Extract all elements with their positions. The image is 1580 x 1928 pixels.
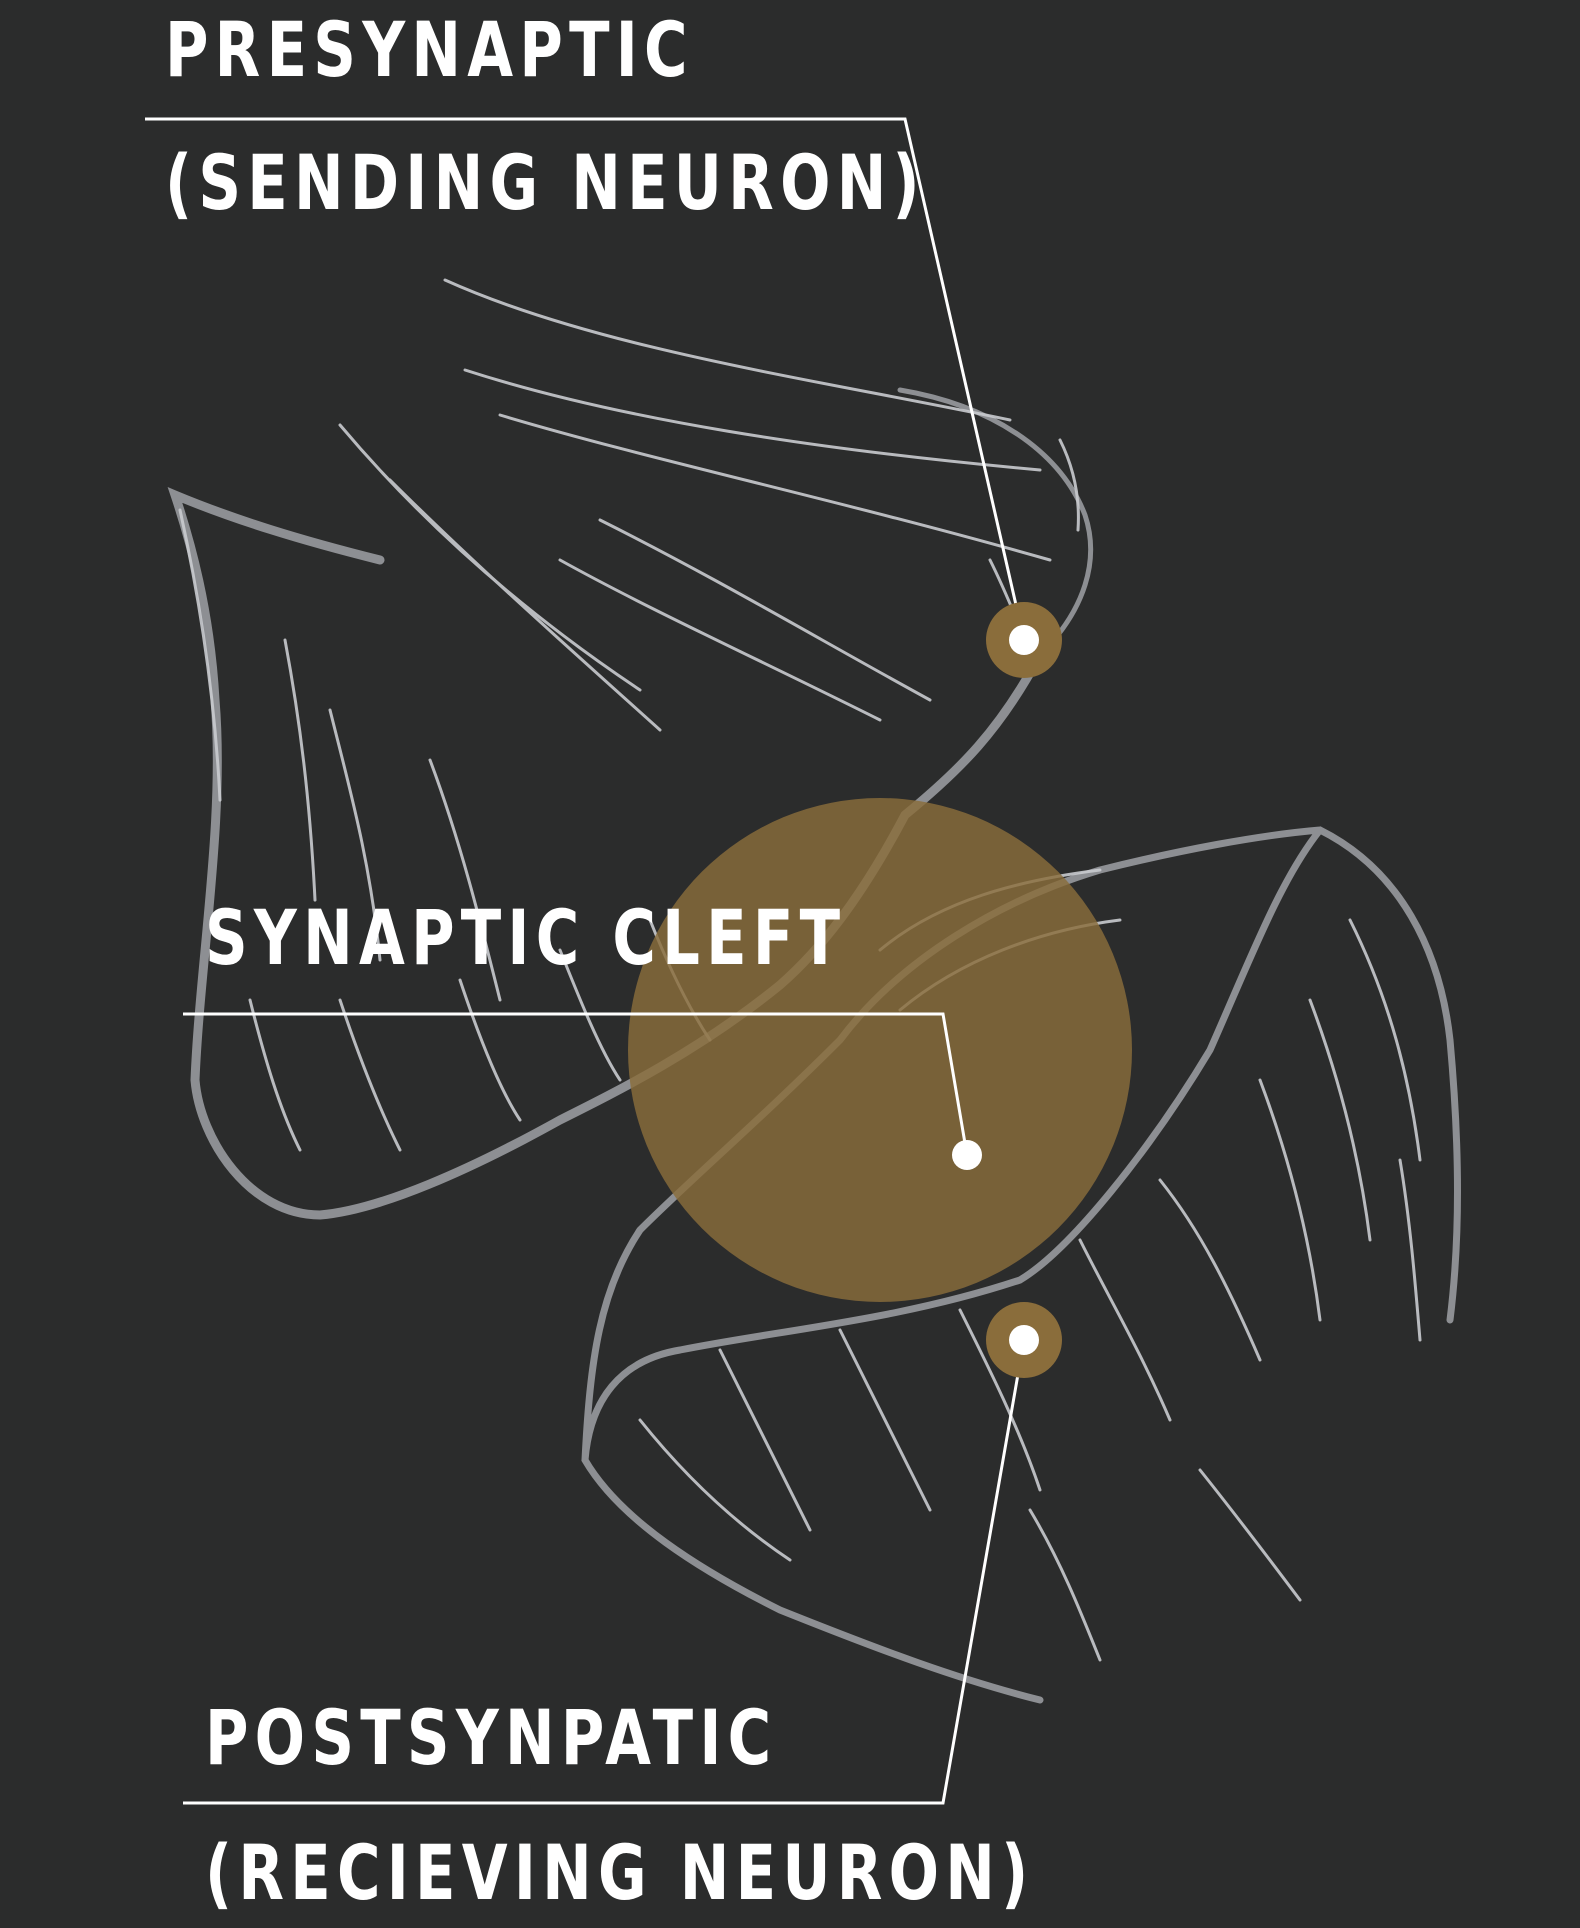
postsynaptic-title: POSTSYNPATIC (205, 1693, 778, 1782)
presynaptic-leader (145, 117, 1026, 641)
postsynaptic-marker (986, 1302, 1062, 1378)
postsynaptic-subtitle: (RECIEVING NEURON) (205, 1828, 1035, 1917)
cleft-marker (952, 1140, 982, 1170)
leader-lines (145, 117, 1026, 1805)
presynaptic-marker (986, 602, 1062, 678)
cleft-leader (183, 1012, 969, 1156)
presynaptic-neuron (167, 278, 1094, 1220)
presynaptic-subtitle: (SENDING NEURON) (165, 138, 926, 227)
postsynaptic-neuron (581, 826, 1461, 1704)
presynaptic-title: PRESYNAPTIC (165, 5, 694, 94)
postsynaptic-leader (183, 1339, 1026, 1805)
synaptic-cleft-label: SYNAPTIC CLEFT (205, 893, 847, 982)
synaptic-cleft-area (628, 798, 1132, 1302)
